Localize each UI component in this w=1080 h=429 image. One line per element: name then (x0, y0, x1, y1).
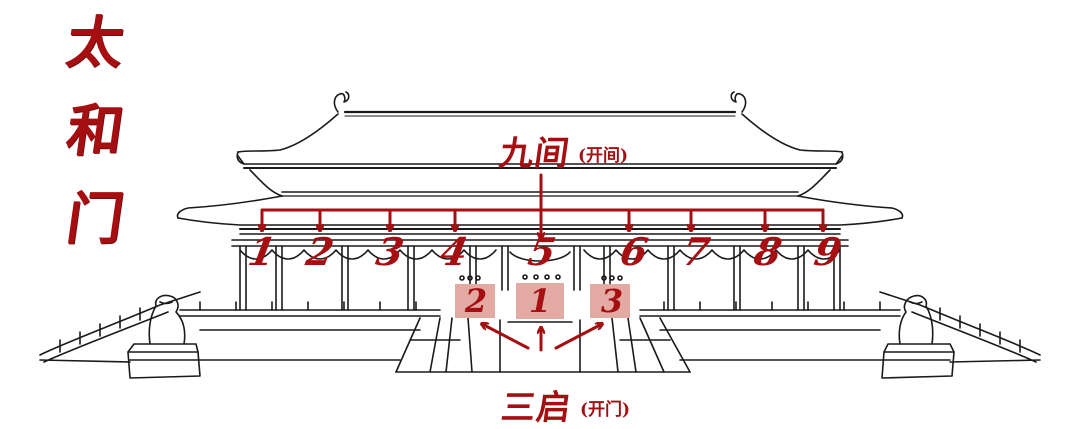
bay-number-3: 3 (372, 229, 408, 274)
side-door-right (590, 284, 630, 318)
side-door-left (455, 284, 495, 318)
doors-label-sub: (开门) (580, 400, 631, 420)
bay-number-1: 1 (244, 229, 280, 274)
door-number-right: 3 (600, 282, 624, 320)
door-number-center: 1 (528, 282, 552, 320)
title-char-he: 和 (62, 98, 128, 164)
gate-title: 太 和 门 (55, 10, 135, 252)
door-arrow-right (554, 325, 600, 350)
bays-label: 九间(开间) (496, 126, 629, 175)
door-arrow-left (484, 325, 530, 350)
door-number-left: 2 (464, 282, 488, 320)
bay-number-4: 4 (436, 229, 472, 274)
bays-label-sub: (开间) (578, 146, 629, 166)
bays-label-main: 九间 (496, 134, 573, 174)
bay-number-6: 6 (616, 229, 652, 274)
bay-number-9: 9 (810, 229, 846, 274)
bay-number-7: 7 (678, 229, 714, 274)
bay-number-2: 2 (302, 229, 338, 274)
doors-label: 三启(开门) (498, 380, 631, 429)
center-door (516, 283, 564, 319)
title-char-tai: 太 (62, 10, 128, 76)
doors-label-main: 三启 (498, 388, 575, 428)
title-char-men: 门 (62, 186, 128, 252)
bay-number-8: 8 (750, 229, 786, 274)
bay-number-5: 5 (524, 229, 560, 274)
